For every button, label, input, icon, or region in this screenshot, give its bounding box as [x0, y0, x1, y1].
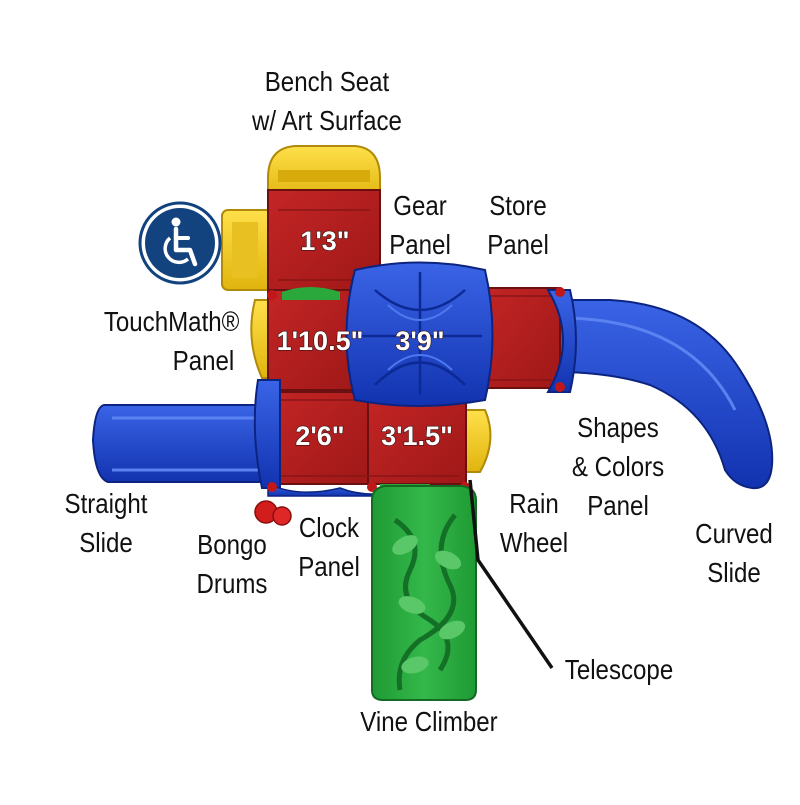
- label-telescope: Telescope: [564, 654, 674, 685]
- label-shapes-colors-panel: Shapes & Colors Panel: [571, 412, 665, 521]
- deck-height-top: 1'3": [300, 226, 349, 256]
- label-vine-climber: Vine Climber: [360, 706, 498, 737]
- telescope-leader-line: [468, 479, 554, 669]
- straight-slide: [91, 404, 276, 483]
- label-bench-seat: Bench Seat w/ Art Surface: [252, 66, 402, 136]
- bench-seat: [267, 145, 381, 201]
- label-clock-panel: Clock Panel: [298, 512, 360, 582]
- frame-posts: [253, 287, 577, 497]
- label-gear-panel: Gear Panel: [389, 190, 451, 260]
- deck-height-lower-left: 2'6": [295, 421, 344, 451]
- deck-height-lower-right: 3'1.5": [381, 421, 453, 451]
- label-bongo-drums: Bongo Drums: [196, 529, 268, 599]
- wheelchair-icon: [138, 201, 222, 285]
- deck-height-mid-left: 1'10.5": [277, 326, 364, 356]
- label-touchmath-panel: TouchMath® Panel: [103, 306, 240, 376]
- center-roof: [345, 261, 494, 407]
- vine-climber: [371, 485, 477, 701]
- curved-slide: [554, 299, 774, 490]
- deck-height-center: 3'9": [395, 326, 444, 356]
- bongo-drums: [254, 500, 292, 526]
- label-store-panel: Store Panel: [487, 190, 549, 260]
- label-rain-wheel: Rain Wheel: [499, 488, 569, 558]
- label-straight-slide: Straight Slide: [64, 488, 148, 558]
- label-curved-slide: Curved Slide: [695, 518, 773, 588]
- touchmath-side-panel: [221, 209, 273, 291]
